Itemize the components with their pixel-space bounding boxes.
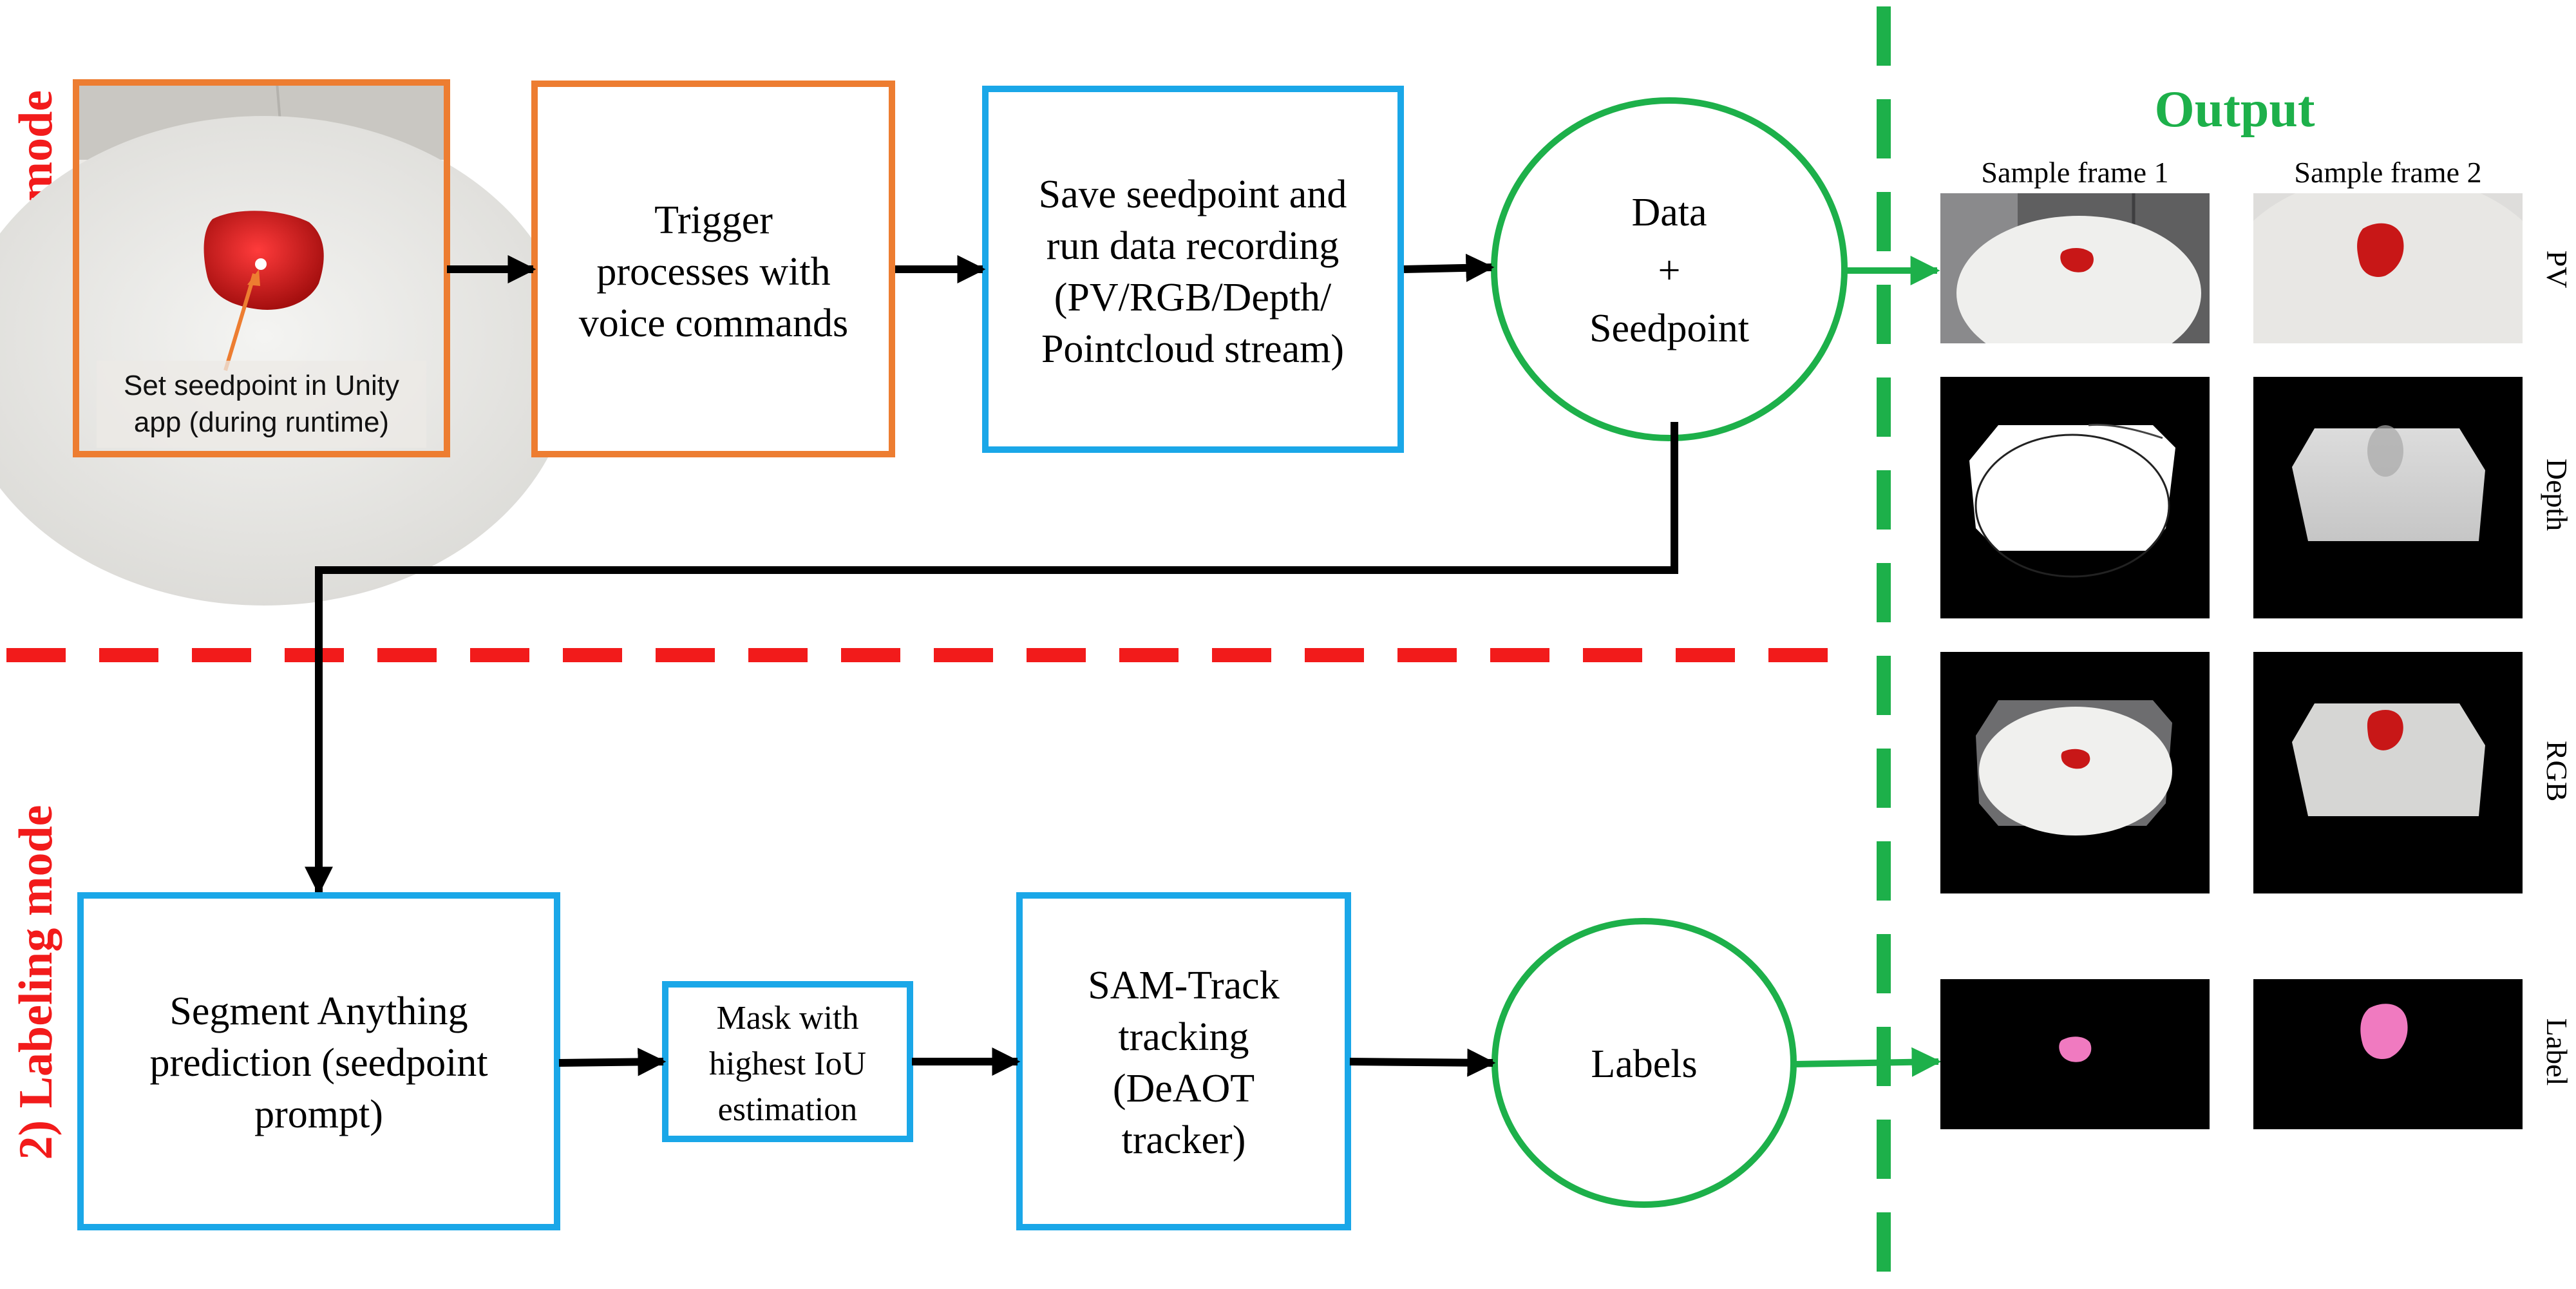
arrow-sam-to-mask xyxy=(558,1047,667,1076)
mask-box-line2: highest IoU xyxy=(709,1046,866,1082)
data-circle-line2: + xyxy=(1658,249,1681,292)
arrow-save-to-data xyxy=(1403,253,1495,282)
pv-frame-2 xyxy=(2253,193,2523,343)
row-label-depth: Depth xyxy=(2541,459,2573,531)
column-header-frame-1: Sample frame 1 xyxy=(1981,156,2168,189)
arrow-labels-to-output xyxy=(1794,1047,1942,1077)
row-label-rgb: RGB xyxy=(2541,741,2573,802)
depth-frame-1 xyxy=(1940,377,2210,618)
sam-box-line2: prediction (seedpoint xyxy=(149,1041,488,1085)
mask-iou-box xyxy=(662,981,913,1142)
pv-frame-1 xyxy=(1940,193,2210,343)
label-frame-1 xyxy=(1940,979,2210,1129)
row-label-label: Label xyxy=(2541,1018,2573,1086)
data-circle-line1: Data xyxy=(1631,191,1707,234)
save-recording-box xyxy=(982,86,1404,453)
segment-anything-box xyxy=(77,892,560,1230)
sam-box-line3: prompt) xyxy=(254,1093,383,1136)
data-circle-line3: Seedpoint xyxy=(1589,307,1749,350)
save-box-line1: Save seedpoint and xyxy=(1039,173,1347,216)
labels-circle-text: Labels xyxy=(1591,1042,1697,1086)
trigger-box-line1: Trigger xyxy=(654,198,773,242)
rgb-frame-1 xyxy=(1940,652,2210,893)
save-box-line2: run data recording xyxy=(1046,224,1339,268)
output-title: Output xyxy=(2155,81,2315,138)
mask-box-line3: estimation xyxy=(718,1091,858,1128)
column-header-frame-2: Sample frame 2 xyxy=(2294,156,2481,189)
trigger-box-line3: voice commands xyxy=(579,301,848,345)
rgb-frame-2 xyxy=(2253,652,2523,893)
arrow-data-to-sam xyxy=(305,422,1678,895)
track-box-line1: SAM-Track xyxy=(1088,964,1279,1007)
photo-caption-line2: app (during runtime) xyxy=(134,406,389,438)
row-label-pv: PV xyxy=(2541,251,2573,289)
track-box-line2: tracking xyxy=(1118,1015,1249,1059)
track-box-line3: (DeAOT xyxy=(1113,1067,1255,1111)
save-box-line4: Pointcloud stream) xyxy=(1041,327,1344,371)
depth-frame-2 xyxy=(2253,377,2523,618)
sam-track-box xyxy=(1016,892,1351,1230)
label-frame-2 xyxy=(2253,979,2523,1129)
trigger-box-line2: processes with xyxy=(596,250,830,294)
track-box-line4: tracker) xyxy=(1122,1118,1246,1162)
photo-caption-line1: Set seedpoint in Unity xyxy=(124,370,399,401)
mask-box-line1: Mask with xyxy=(717,1000,859,1036)
sam-box-line1: Segment Anything xyxy=(169,989,468,1033)
arrow-track-to-labels xyxy=(1349,1048,1496,1077)
seedpoint-photo: Set seedpoint in Unity app (during runti… xyxy=(0,82,573,606)
labeling-mode-label: 2) Labeling mode xyxy=(10,805,62,1160)
save-box-line3: (PV/RGB/Depth/ xyxy=(1054,276,1332,320)
